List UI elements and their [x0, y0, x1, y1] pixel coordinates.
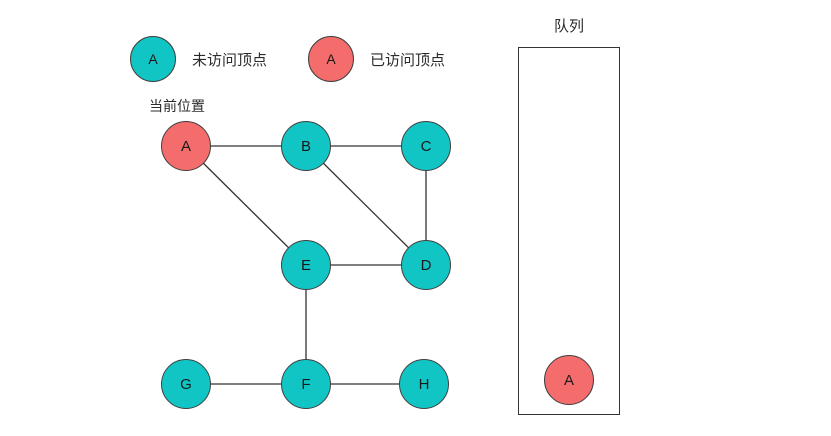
graph-node-B: B: [281, 121, 331, 171]
graph-node-C: C: [401, 121, 451, 171]
graph-node-G: G: [161, 359, 211, 409]
queue-label: 队列: [553, 18, 584, 35]
graph-node-H: H: [399, 359, 449, 409]
legend-label-unvisited: 未访问顶点: [192, 51, 268, 69]
graph-node-D: D: [401, 240, 451, 290]
unvisited-node-icon: A: [130, 36, 176, 82]
edge-B-D: [305, 145, 427, 266]
graph-node-A: A: [161, 121, 211, 171]
graph-node-F: F: [281, 359, 331, 409]
visited-node-icon: A: [308, 36, 354, 82]
edge-A-E: [185, 145, 307, 266]
visited-node-symbol: A: [326, 51, 336, 67]
current-position-label: 当前位置: [149, 98, 205, 114]
queue-item-A: A: [544, 355, 594, 405]
queue-box: [518, 47, 620, 415]
graph-node-E: E: [281, 240, 331, 290]
legend-item-unvisited: A 未访问顶点: [130, 36, 267, 82]
legend-label-visited: 已访问顶点: [370, 51, 446, 69]
unvisited-node-symbol: A: [148, 51, 158, 67]
legend-item-visited: A 已访问顶点: [308, 36, 445, 82]
